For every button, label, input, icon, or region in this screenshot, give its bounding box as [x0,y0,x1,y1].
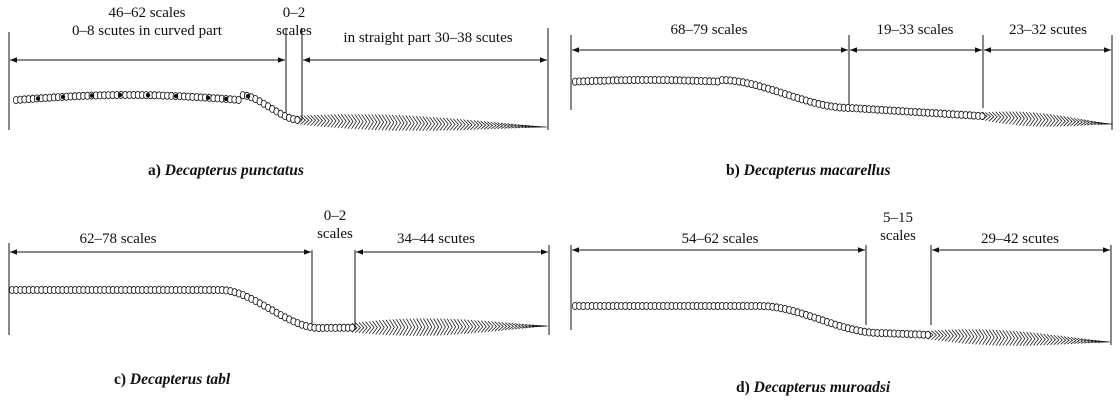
lateral-line-b [572,76,1113,127]
segment-label: 5–15 [883,210,913,226]
panel-d-ticks [570,245,1112,345]
panel-caption: a) Decapterus punctatus [148,162,304,179]
scutes-band [981,111,1113,127]
lateral-line-a [12,91,547,131]
segment-label: 23–32 scutes [1009,22,1087,38]
segment-label: 19–33 scales [876,22,953,38]
scute-dot [89,93,95,98]
scute-dot [223,96,229,102]
scute-dot [205,95,211,101]
segment-label: scales [317,226,353,242]
segment-label: 0–8 scutes in curved part [72,23,223,39]
segment-label: 29–42 scutes [981,231,1059,247]
panel-d: 54–62 scales 5–15 scales 29–42 scutes d)… [570,210,1112,396]
segment-label: 0–2 [283,5,306,21]
segment-label: scales [880,228,916,244]
scutes-band [296,114,547,131]
segment-label: 68–79 scales [670,22,747,38]
panel-c-ticks [8,243,550,335]
scute-dot [145,93,151,98]
scute-dot [117,92,123,98]
scute-dot [173,93,179,99]
segment-label: 46–62 scales [108,5,185,21]
scute-dot [60,94,66,100]
panel-c: 62–78 scales 0–2 scales 34–44 scutes c) … [8,208,550,388]
panel-a-ticks [8,28,549,130]
segment-label: 54–62 scales [681,231,758,247]
scutes-band [351,318,548,336]
panel-b: 68–79 scales 19–33 scales 23–32 scutes b… [570,22,1113,179]
scute-dot [245,94,251,99]
segment-label: 0–2 [324,208,347,224]
scale-mark [349,323,356,332]
segment-label: in straight part 30–38 scutes [343,30,512,46]
segment-label: scales [276,23,312,39]
panel-caption: b) Decapterus macarellus [726,162,890,179]
scale-mark [235,96,242,105]
segment-label: 62–78 scales [79,231,156,247]
scale-mark [924,330,931,339]
panel-a: 46–62 scales 0–8 scutes in curved part 0… [8,5,549,179]
panel-b-ticks [570,35,1113,130]
panel-caption: c) Decapterus tabl [114,371,231,388]
scutes-band [927,329,1110,346]
lateral-line-c [8,285,548,336]
lateral-line-d [572,301,1110,346]
panel-caption: d) Decapterus muroadsi [736,379,891,396]
segment-label: 34–44 scutes [397,231,475,247]
scute-dot [35,96,41,101]
